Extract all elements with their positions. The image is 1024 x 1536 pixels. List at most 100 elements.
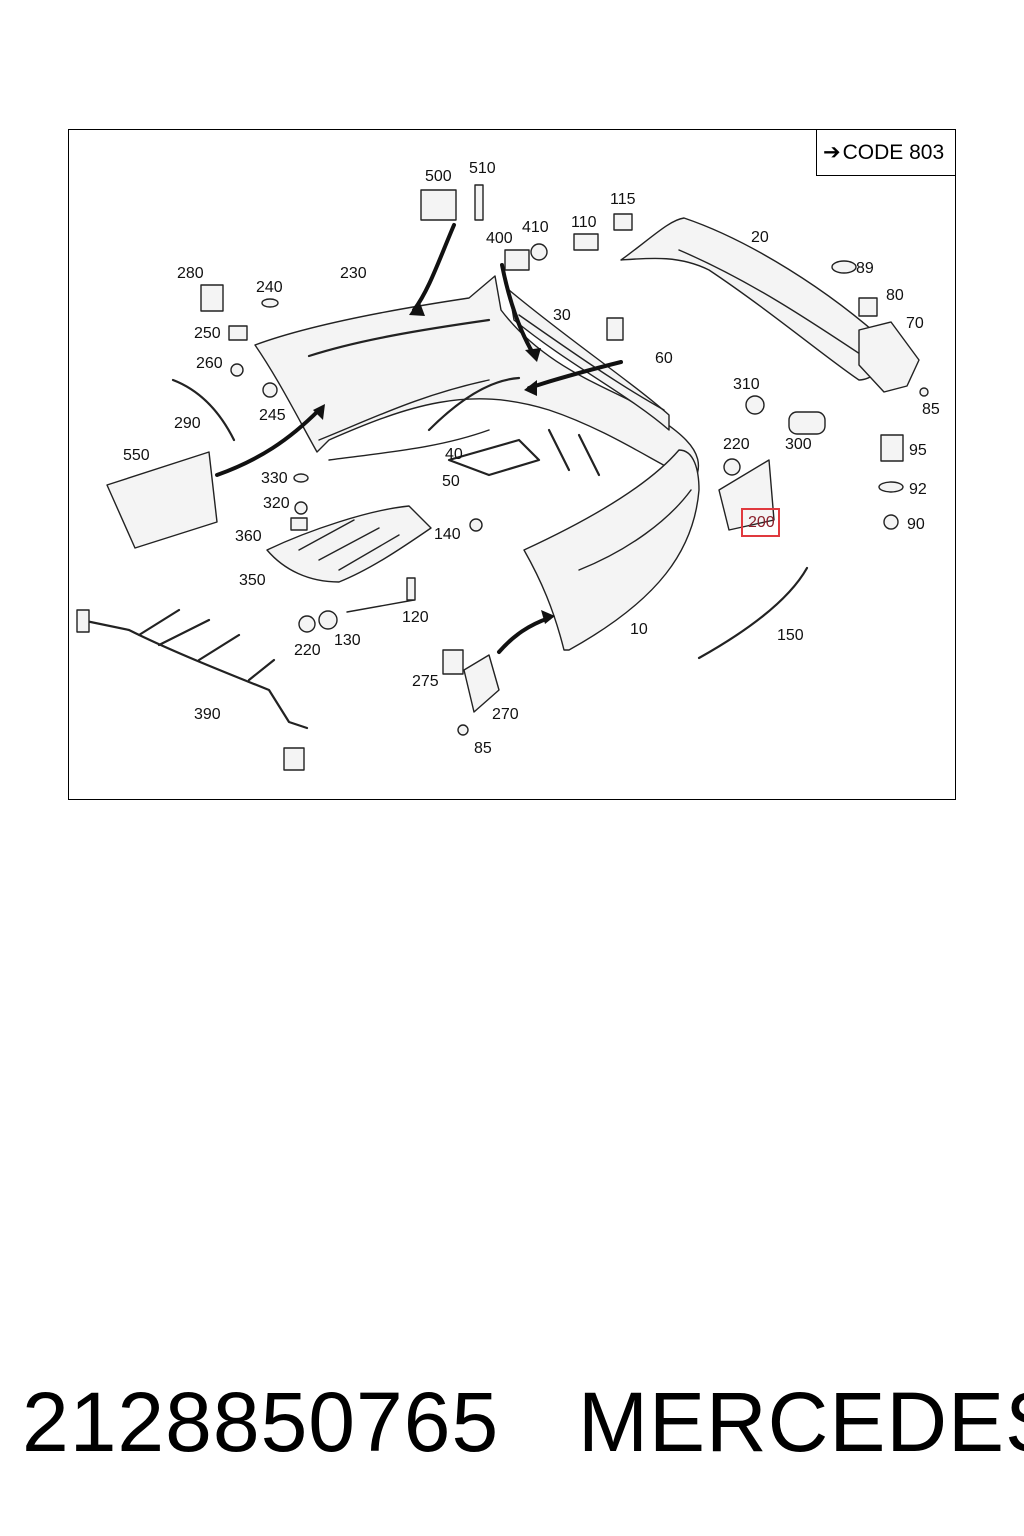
harness-plug-right bbox=[283, 747, 305, 771]
part-510-drawing bbox=[474, 184, 484, 221]
callout-90: 90 bbox=[907, 516, 925, 533]
part-92-drawing bbox=[878, 481, 904, 493]
callout-70: 70 bbox=[906, 315, 924, 332]
part-260-drawing bbox=[230, 363, 244, 377]
callout-260: 260 bbox=[196, 355, 223, 372]
trim-panel-550-drawing bbox=[106, 451, 218, 549]
callout-410: 410 bbox=[522, 219, 549, 236]
lower-crease-line bbox=[578, 489, 692, 571]
callout-550: 550 bbox=[123, 447, 150, 464]
callout-250: 250 bbox=[194, 325, 221, 342]
cover-lower-line bbox=[328, 429, 490, 461]
part-240-drawing bbox=[261, 298, 279, 308]
callout-40: 40 bbox=[445, 446, 463, 463]
part-245-drawing bbox=[262, 382, 278, 398]
code-label-text: CODE 803 bbox=[842, 141, 945, 164]
arrow-400 bbox=[500, 263, 536, 357]
cover-top-edge bbox=[307, 318, 491, 358]
callout-500: 500 bbox=[425, 168, 452, 185]
part-400-drawing bbox=[504, 249, 530, 271]
rod-plate-drawing bbox=[406, 577, 416, 601]
side-bracket-drawing bbox=[858, 321, 920, 393]
parts-diagram: ➔CODE 803 500 510 115 110 410 400 20 89 … bbox=[68, 129, 956, 800]
mount-rail-drawing bbox=[447, 438, 541, 477]
callout-92: 92 bbox=[909, 481, 927, 498]
part-270-drawing bbox=[463, 654, 500, 713]
part-200-bracket-drawing bbox=[718, 459, 775, 531]
part-80-drawing bbox=[858, 297, 878, 317]
arrowhead-270 bbox=[541, 610, 555, 624]
callout-310: 310 bbox=[733, 376, 760, 393]
callout-85b: 85 bbox=[474, 740, 492, 757]
callout-50: 50 bbox=[442, 473, 460, 490]
callout-240: 240 bbox=[256, 279, 283, 296]
part-320-drawing bbox=[294, 501, 308, 515]
part-410-drawing bbox=[530, 243, 548, 261]
part-330-drawing bbox=[293, 473, 309, 483]
callout-30: 30 bbox=[553, 307, 571, 324]
callout-80: 80 bbox=[886, 287, 904, 304]
arrow-right-icon: ➔ bbox=[823, 141, 841, 164]
callout-275: 275 bbox=[412, 673, 439, 690]
part-95-drawing bbox=[880, 434, 904, 462]
part-275-drawing bbox=[442, 649, 464, 675]
footer-caption: 2128850765 MERCEDES bbox=[0, 1372, 1024, 1472]
callout-320: 320 bbox=[263, 495, 290, 512]
code-803-label: ➔CODE 803 bbox=[816, 130, 955, 176]
bumper-exploded-view bbox=[76, 184, 929, 771]
callout-120: 120 bbox=[402, 609, 429, 626]
part-140-drawing bbox=[469, 518, 483, 532]
callout-130: 130 bbox=[334, 632, 361, 649]
part-90-drawing bbox=[883, 514, 899, 530]
callout-230: 230 bbox=[340, 265, 367, 282]
arrowhead-500 bbox=[409, 300, 425, 316]
arrowhead-400 bbox=[525, 348, 541, 362]
beam-detail bbox=[518, 314, 665, 411]
callout-20: 20 bbox=[751, 229, 769, 246]
callout-140: 140 bbox=[434, 526, 461, 543]
callout-220b: 220 bbox=[294, 642, 321, 659]
part-310-drawing bbox=[745, 395, 765, 415]
callout-89: 89 bbox=[856, 260, 874, 277]
part-300-drawing bbox=[788, 411, 826, 435]
part-500-drawing bbox=[420, 189, 457, 221]
callout-280: 280 bbox=[177, 265, 204, 282]
arrow-270 bbox=[497, 616, 551, 654]
callout-300: 300 bbox=[785, 436, 812, 453]
brand-name: MERCEDES bbox=[578, 1375, 1024, 1469]
callout-220a: 220 bbox=[723, 436, 750, 453]
arrow-60 bbox=[527, 360, 623, 390]
spoiler-detail bbox=[678, 249, 870, 361]
callout-245: 245 bbox=[259, 407, 286, 424]
callout-115: 115 bbox=[610, 191, 636, 208]
part-60-drawing bbox=[606, 317, 624, 341]
part-110-drawing bbox=[573, 233, 599, 251]
trim-strip-150-drawing bbox=[697, 566, 809, 660]
part-130-drawing bbox=[318, 610, 338, 630]
trim-arc-290-drawing bbox=[171, 378, 236, 442]
harness-plug-left bbox=[76, 609, 90, 633]
support-beam-drawing bbox=[508, 289, 670, 431]
part-number: 2128850765 bbox=[22, 1375, 500, 1469]
part-220b-drawing bbox=[298, 615, 316, 633]
part-220-nut-drawing bbox=[723, 458, 741, 476]
arrow-500 bbox=[412, 223, 456, 312]
callout-270: 270 bbox=[492, 706, 519, 723]
under-panel-ribs bbox=[298, 519, 400, 571]
callout-360: 360 bbox=[235, 528, 262, 545]
cover-crease-line bbox=[318, 379, 490, 441]
callout-510: 510 bbox=[469, 160, 496, 177]
callout-60: 60 bbox=[655, 350, 673, 367]
callout-150: 150 bbox=[777, 627, 804, 644]
center-bracket-drawing bbox=[547, 428, 601, 477]
part-360-drawing bbox=[290, 517, 308, 531]
callout-350: 350 bbox=[239, 572, 266, 589]
bumper-lower-drawing bbox=[523, 449, 700, 651]
callout-400: 400 bbox=[486, 230, 513, 247]
arrowhead-550 bbox=[313, 404, 325, 420]
callout-110: 110 bbox=[571, 214, 597, 231]
rod-120-drawing bbox=[346, 599, 415, 613]
wire-harness-390-drawing bbox=[79, 608, 309, 730]
part-89-drawing bbox=[831, 260, 857, 274]
part-85a-drawing bbox=[919, 387, 929, 397]
